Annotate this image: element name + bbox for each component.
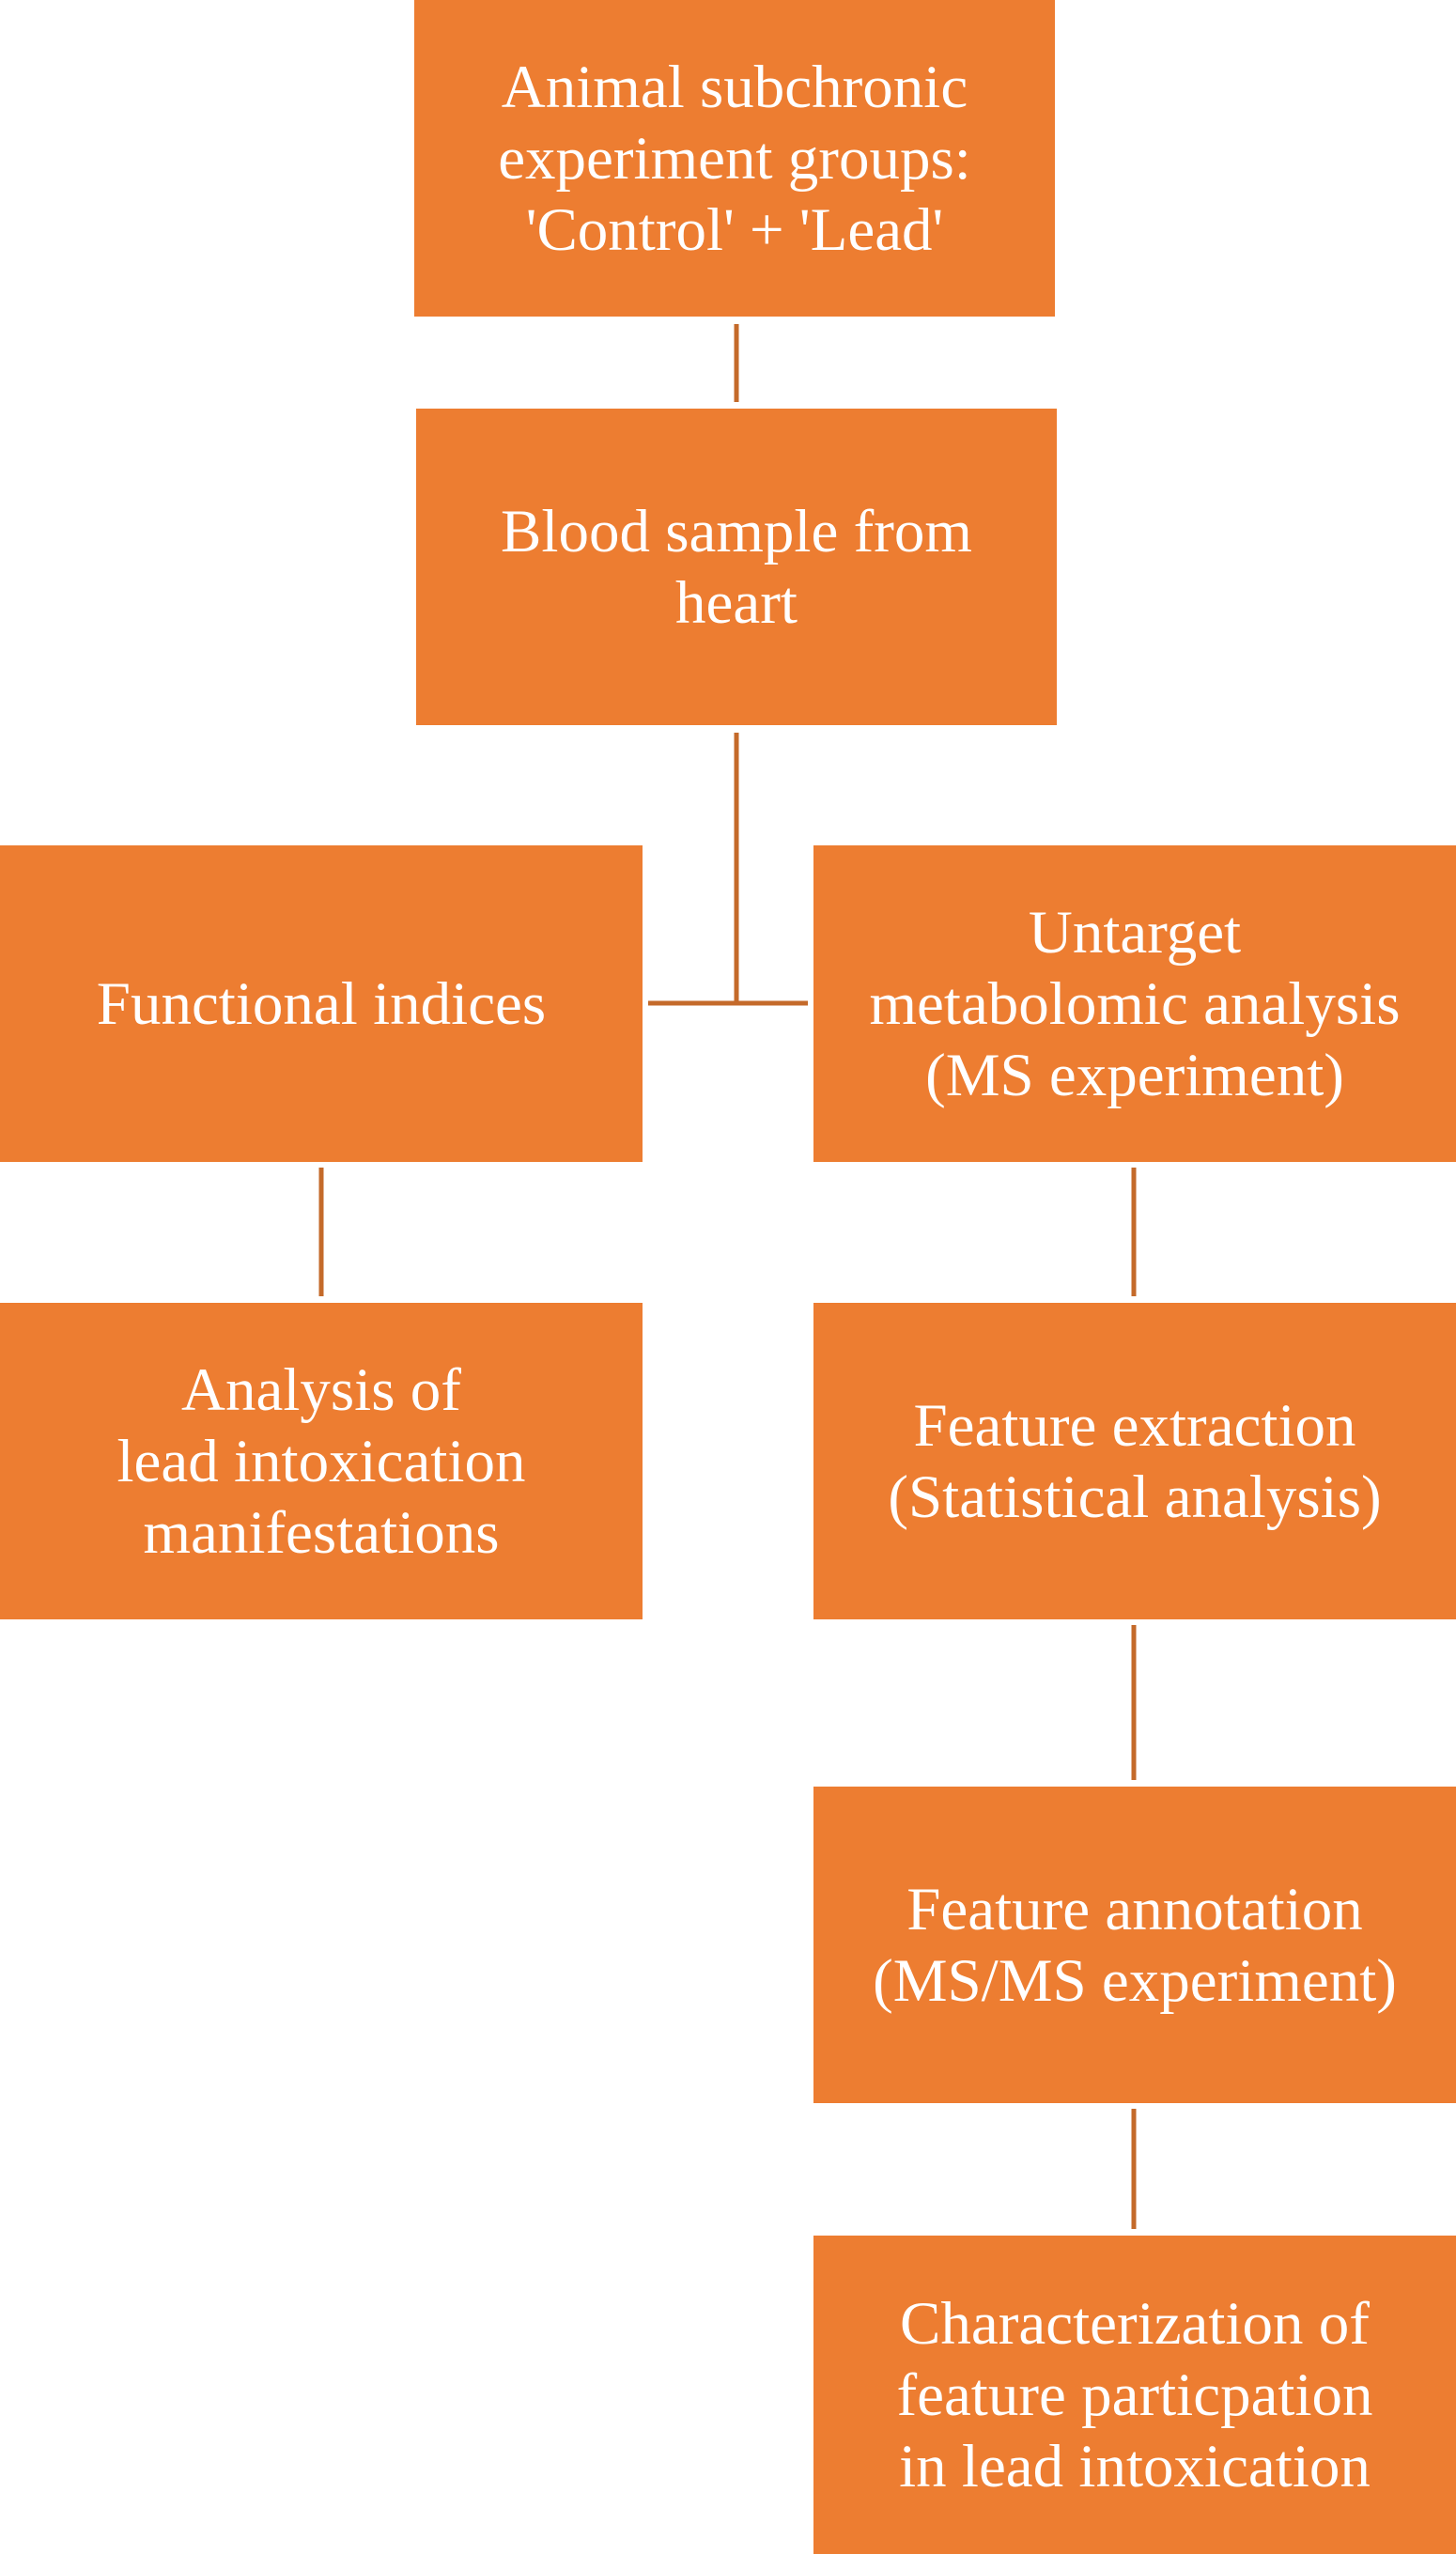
node-functional-indices: Functional indices — [0, 845, 643, 1162]
node-text-line: Characterization of — [900, 2289, 1370, 2358]
node-feature-annotation: Feature annotation (MS/MS experiment) — [813, 1787, 1456, 2103]
node-blood-sample: Blood sample from heart — [416, 409, 1057, 725]
node-text-line: experiment groups: — [498, 124, 971, 193]
node-text-line: Feature annotation — [906, 1875, 1363, 1943]
node-text-line: (MS/MS experiment) — [873, 1946, 1397, 2015]
node-text-line: Untarget — [1028, 898, 1242, 967]
node-characterization: Characterization of feature particpation… — [813, 2236, 1456, 2554]
node-text-line: (MS experiment) — [925, 1041, 1344, 1109]
node-text-line: Feature extraction — [913, 1391, 1356, 1460]
node-text-line: lead intoxication — [116, 1427, 526, 1495]
node-text-line: in lead intoxication — [899, 2432, 1371, 2500]
node-untarget-metabolomic-analysis: Untarget metabolomic analysis (MS experi… — [813, 845, 1456, 1162]
node-text-line: manifestations — [143, 1498, 500, 1567]
node-text-line: Analysis of — [181, 1355, 461, 1424]
node-lead-intoxication-analysis: Analysis of lead intoxication manifestat… — [0, 1303, 643, 1619]
node-feature-extraction: Feature extraction (Statistical analysis… — [813, 1303, 1456, 1619]
node-text-line: Animal subchronic — [501, 53, 968, 121]
node-text-line: 'Control' + 'Lead' — [525, 195, 944, 264]
node-text-line: feature particpation — [896, 2361, 1373, 2429]
node-text-line: heart — [675, 568, 798, 637]
node-text-line: Blood sample from — [501, 497, 972, 565]
node-experiment-groups: Animal subchronic experiment groups: 'Co… — [414, 0, 1055, 317]
node-text-line: (Statistical analysis) — [888, 1463, 1382, 1531]
node-text-line: metabolomic analysis — [869, 969, 1401, 1038]
node-text-line: Functional indices — [96, 969, 547, 1038]
